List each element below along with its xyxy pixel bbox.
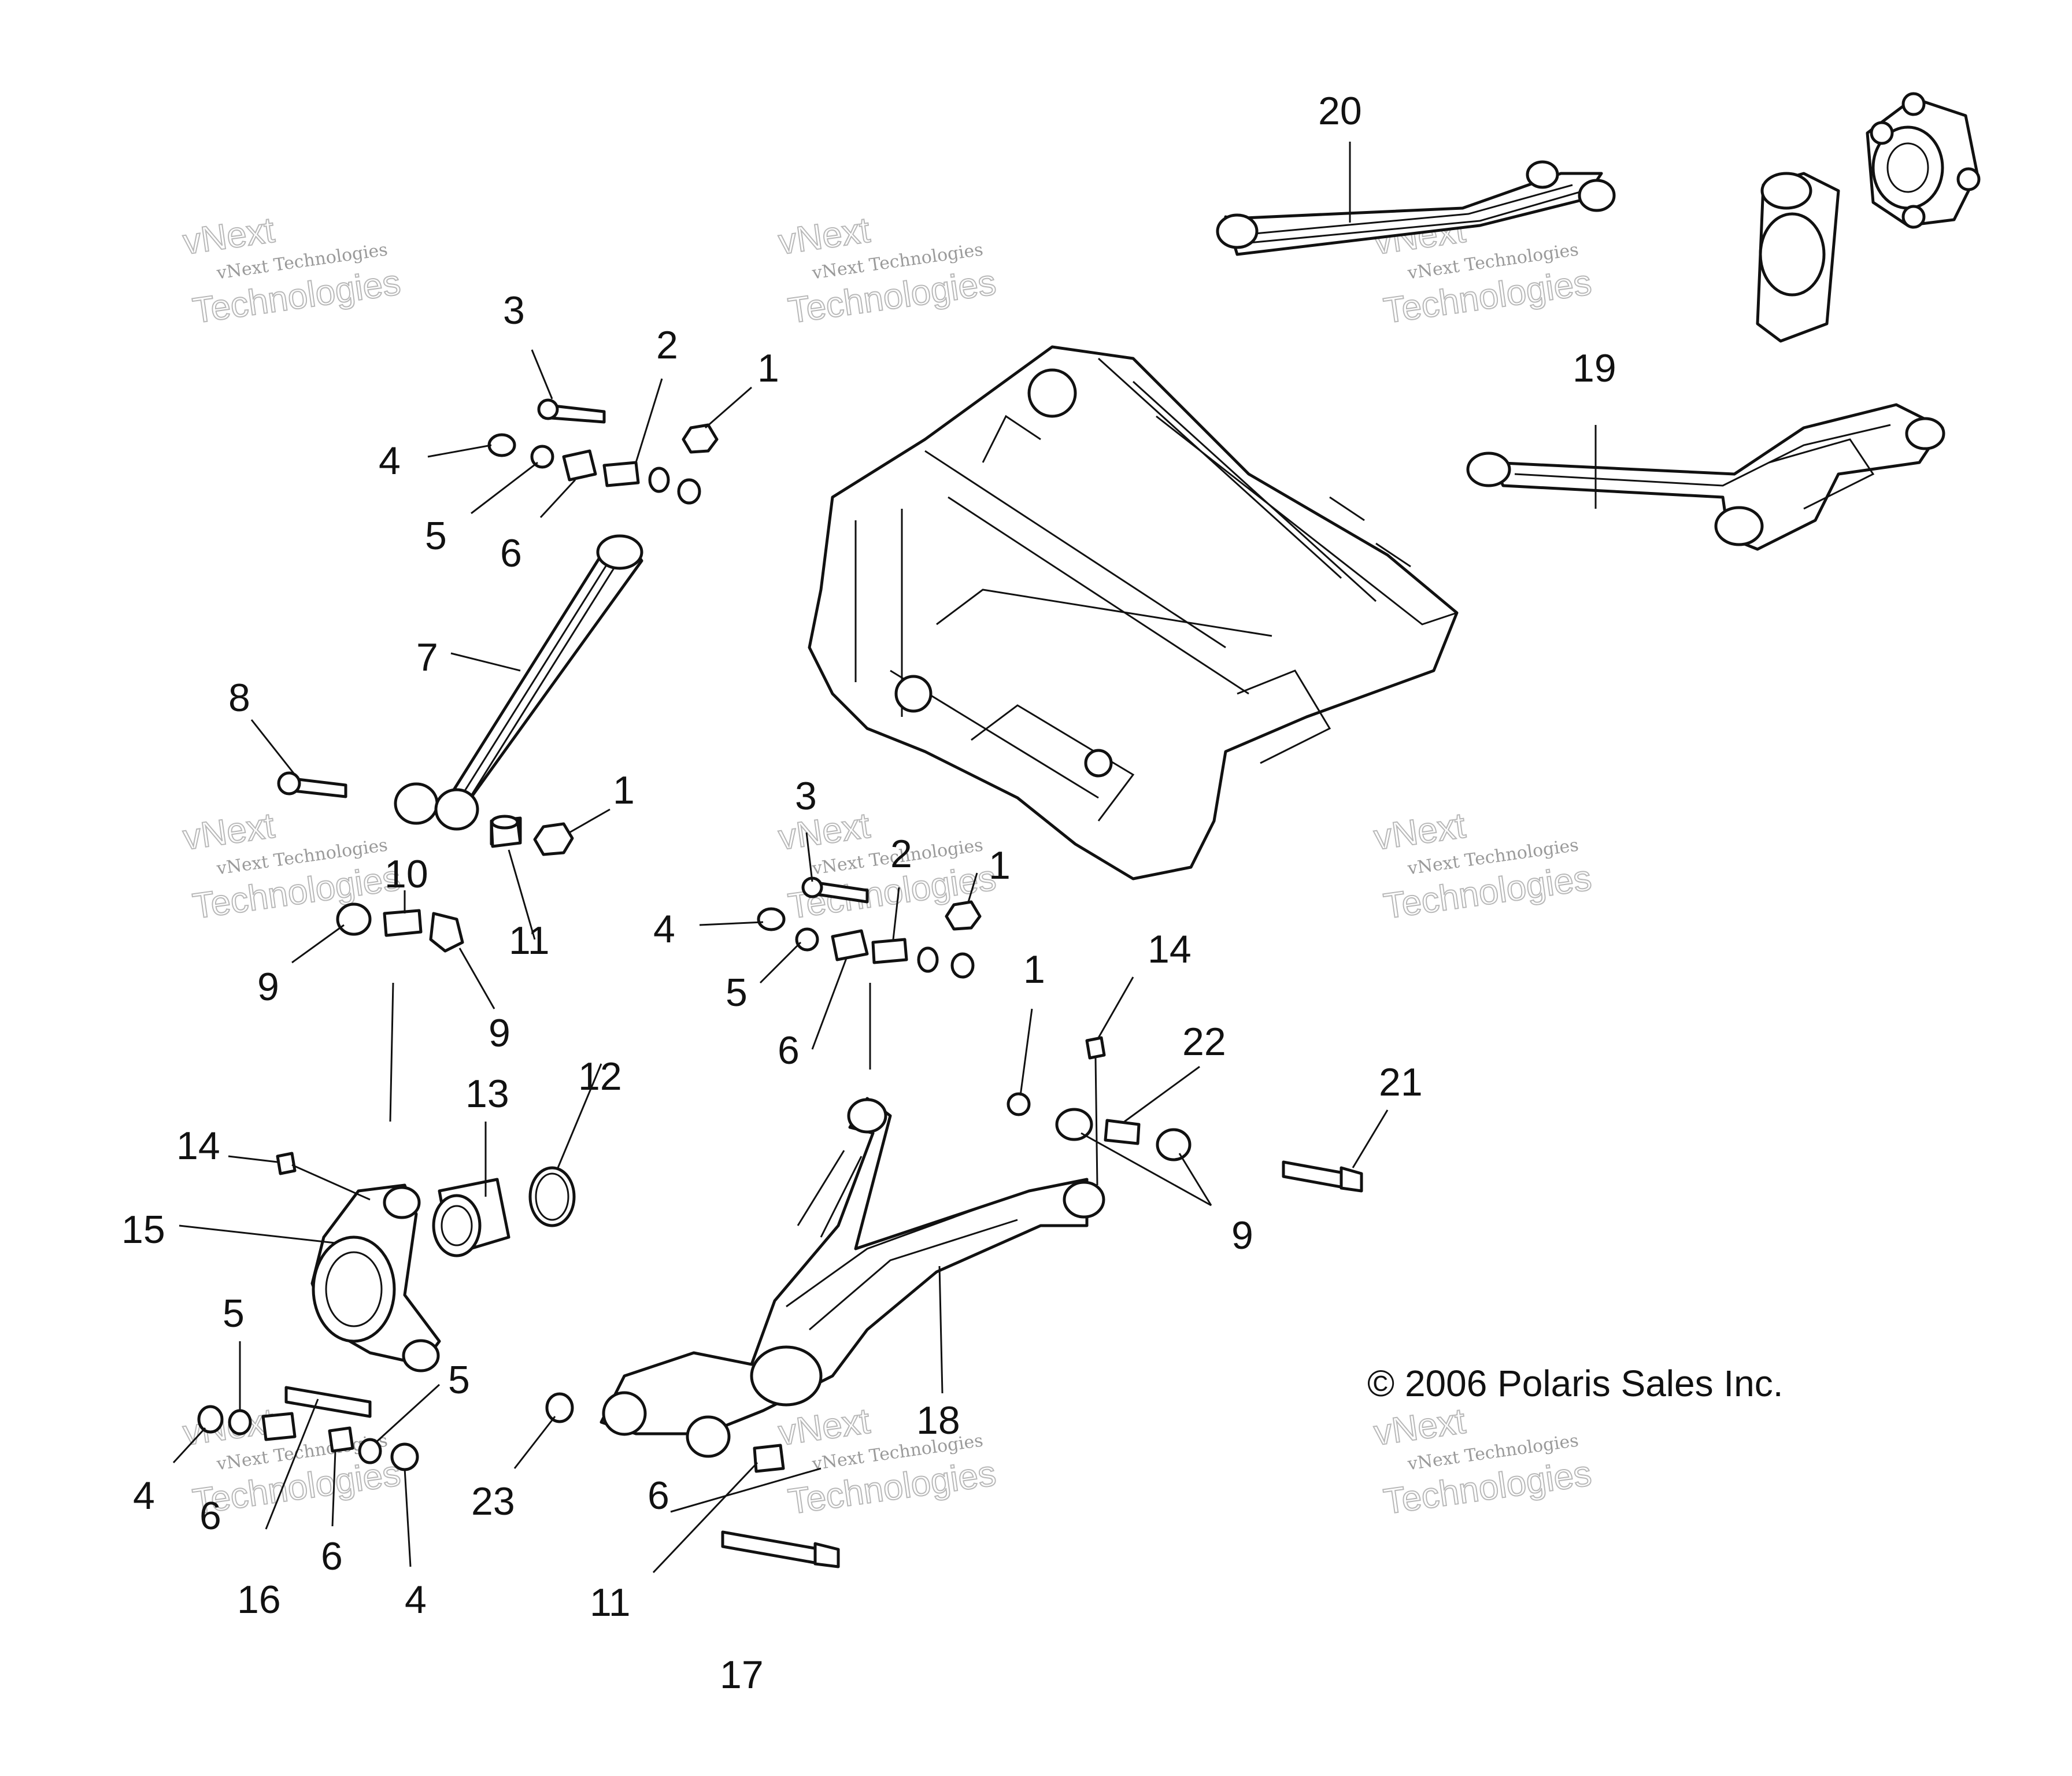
svg-text:vNext: vNext bbox=[1371, 1401, 1468, 1453]
knuckle-part-15 bbox=[310, 1183, 441, 1372]
svg-text:vNext: vNext bbox=[180, 805, 277, 857]
callout-16: 16 bbox=[237, 1578, 281, 1622]
callout-5: 5 bbox=[223, 1292, 245, 1335]
callout-19: 19 bbox=[1572, 346, 1616, 390]
bushing-group-10 bbox=[336, 902, 464, 953]
callout-22: 22 bbox=[1182, 1020, 1226, 1064]
callout-2: 2 bbox=[890, 832, 912, 876]
watermark: vNext vNext Technologies Technologies bbox=[775, 209, 999, 331]
hardware-group-bottom bbox=[197, 1386, 419, 1471]
sleeve-part-11-lower bbox=[753, 1444, 785, 1473]
callout-3: 3 bbox=[795, 774, 817, 818]
svg-text:vNext: vNext bbox=[776, 210, 872, 262]
callout-8: 8 bbox=[228, 676, 250, 720]
nut-part-1-lower bbox=[1007, 1092, 1031, 1116]
callout-14: 14 bbox=[176, 1124, 220, 1168]
callout-4: 4 bbox=[405, 1578, 427, 1622]
callout-7: 7 bbox=[416, 635, 438, 679]
watermark: vNext vNext Technologies Technologies bbox=[1371, 209, 1594, 331]
callout-20: 20 bbox=[1318, 89, 1362, 133]
callout-4: 4 bbox=[133, 1474, 155, 1518]
callout-6: 6 bbox=[199, 1494, 221, 1538]
callout-15: 15 bbox=[121, 1208, 165, 1252]
svg-text:vNext: vNext bbox=[180, 1401, 277, 1453]
callout-9: 9 bbox=[1231, 1213, 1253, 1257]
leader-lines bbox=[172, 142, 1597, 1574]
callout-12: 12 bbox=[578, 1054, 622, 1098]
callout-6: 6 bbox=[778, 1028, 800, 1072]
hardware-group-middle bbox=[757, 876, 982, 979]
arm-part-20 bbox=[1216, 160, 1616, 256]
link-arm-part-7 bbox=[394, 534, 643, 846]
callout-6: 6 bbox=[500, 531, 522, 575]
fitting-part-14-lower bbox=[276, 1152, 297, 1175]
callout-1: 1 bbox=[1023, 948, 1045, 991]
bushing-group-22 bbox=[1055, 1108, 1192, 1161]
callout-14: 14 bbox=[1148, 927, 1192, 971]
copyright-notice: © 2006 Polaris Sales Inc. bbox=[1367, 1363, 1784, 1404]
snap-ring-part-12 bbox=[528, 1166, 576, 1227]
svg-text:vNext: vNext bbox=[776, 1401, 872, 1453]
bolt-part-17 bbox=[721, 1530, 840, 1568]
sleeve-part-11-upper bbox=[490, 815, 522, 848]
callout-4: 4 bbox=[379, 439, 401, 483]
washer-part-4 bbox=[487, 433, 516, 457]
callout-9: 9 bbox=[489, 1011, 510, 1055]
watermark: vNext vNext Technologies Technologies bbox=[775, 1400, 999, 1522]
callout-5: 5 bbox=[448, 1358, 470, 1402]
callout-21: 21 bbox=[1379, 1060, 1423, 1104]
svg-text:vNext: vNext bbox=[776, 805, 872, 857]
callout-2: 2 bbox=[656, 323, 678, 367]
callout-9: 9 bbox=[257, 965, 279, 1009]
fitting-part-14-upper bbox=[1085, 1036, 1106, 1060]
callout-5: 5 bbox=[726, 971, 748, 1015]
callout-17: 17 bbox=[720, 1653, 764, 1697]
callout-4: 4 bbox=[653, 907, 675, 951]
parts bbox=[197, 92, 1981, 1568]
callout-3: 3 bbox=[503, 288, 525, 332]
callout-1: 1 bbox=[613, 768, 635, 812]
callout-10: 10 bbox=[384, 852, 428, 896]
nut-part-1-upper bbox=[533, 822, 574, 856]
frame-part bbox=[808, 345, 1459, 880]
nut-part-1 bbox=[682, 423, 719, 454]
callout-11: 11 bbox=[590, 1581, 631, 1625]
callout-18: 18 bbox=[916, 1398, 960, 1442]
a-arm-part-18 bbox=[600, 1097, 1105, 1458]
bolt-part-8 bbox=[277, 771, 347, 798]
watermark: vNext vNext Technologies Technologies bbox=[1371, 1400, 1594, 1522]
callout-23: 23 bbox=[471, 1479, 515, 1523]
sleeve-part-6 bbox=[562, 449, 597, 482]
svg-text:vNext: vNext bbox=[180, 210, 277, 262]
bushing-part-23 bbox=[545, 1392, 574, 1423]
watermark: vNext vNext Technologies Technologies bbox=[180, 805, 404, 927]
hub-assembly bbox=[1756, 92, 1981, 343]
callout-labels: 1 1 1 1 2 2 3 3 4 4 4 4 5 5 5 5 6 6 6 6 … bbox=[121, 89, 1616, 1697]
watermark: vNext vNext Technologies Technologies bbox=[180, 209, 404, 331]
callout-11: 11 bbox=[509, 919, 550, 963]
callout-1: 1 bbox=[757, 346, 779, 390]
svg-text:vNext: vNext bbox=[1371, 805, 1468, 857]
bolt-part-21 bbox=[1282, 1160, 1363, 1193]
arm-part-19 bbox=[1466, 403, 1945, 551]
hardware-group-top bbox=[487, 398, 719, 505]
sleeve-part-2 bbox=[602, 461, 640, 487]
callout-6: 6 bbox=[648, 1474, 669, 1518]
callout-1: 1 bbox=[989, 843, 1011, 887]
bearing-part-13 bbox=[432, 1178, 510, 1257]
callout-5: 5 bbox=[425, 514, 447, 558]
callout-13: 13 bbox=[465, 1072, 509, 1116]
watermark: vNext vNext Technologies Technologies bbox=[1371, 805, 1594, 927]
callout-6: 6 bbox=[321, 1534, 343, 1578]
